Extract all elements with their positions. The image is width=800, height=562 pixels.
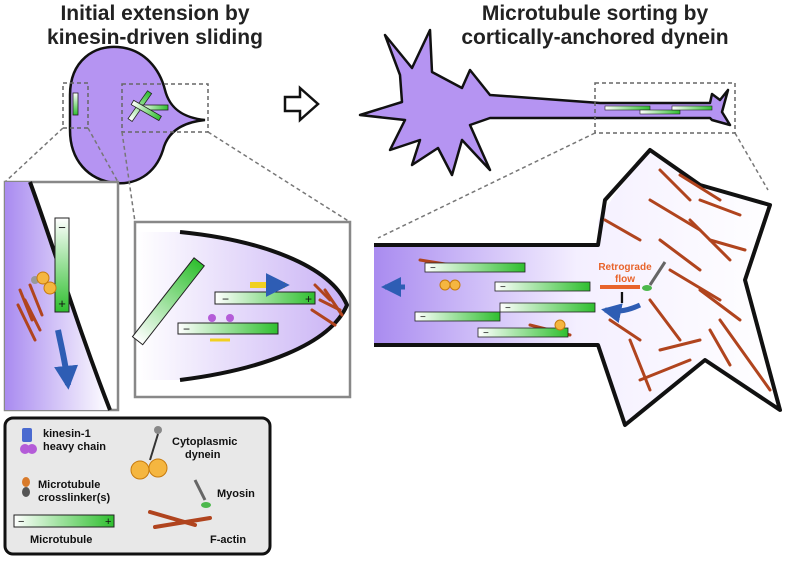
- microtubule: −: [177, 322, 279, 336]
- plus-end-label: +: [58, 296, 66, 311]
- myosin-legend-icon: [193, 479, 211, 508]
- microtubule: [604, 105, 651, 111]
- microtubule: −: [424, 262, 526, 274]
- microtubule: −: [414, 311, 501, 323]
- svg-text:−: −: [430, 263, 436, 274]
- kinesin-icon: [208, 314, 234, 322]
- legend-myosin-label: Myosin: [217, 488, 255, 500]
- legend-dynein-label: Cytoplasmic: [172, 436, 237, 448]
- svg-text:−: −: [500, 282, 506, 293]
- transition-arrow-icon: [283, 85, 320, 123]
- microtubule: [639, 109, 681, 115]
- axon-growth-cone: − − − − −: [374, 148, 782, 427]
- legend-kinesin-label: heavy chain: [43, 441, 106, 453]
- zoom-box-growth-cone: [594, 82, 736, 134]
- microtubule-legend-icon: − +: [13, 514, 115, 528]
- inset-leading-tip: − + −: [131, 220, 352, 399]
- microtubule: − +: [54, 217, 70, 313]
- legend-crosslinker-label: Microtubule: [38, 479, 100, 491]
- zoom-line: [121, 131, 136, 223]
- svg-text:−: −: [183, 322, 190, 336]
- svg-text:−: −: [420, 312, 426, 323]
- legend-microtubule-label: Microtubule: [30, 534, 92, 546]
- zoom-line: [377, 132, 596, 239]
- inhibition-symbol: I: [620, 290, 624, 307]
- microtubule: − +: [214, 291, 316, 306]
- myosin-icon: [642, 261, 667, 291]
- svg-text:+: +: [305, 292, 312, 306]
- inset-cell-edge: − +: [3, 180, 120, 412]
- microtubule: −: [494, 281, 591, 293]
- factin-legend-icon: [148, 510, 212, 529]
- actin-patch: [310, 283, 344, 327]
- actin-patch: [16, 283, 44, 342]
- svg-text:−: −: [505, 303, 511, 314]
- retrograde-label: Retrograde: [598, 262, 652, 273]
- microtubule: −: [477, 327, 569, 339]
- microtubule: [130, 99, 162, 122]
- zoom-line: [207, 131, 351, 223]
- zoom-line: [87, 127, 119, 183]
- legend-dynein-label: dynein: [185, 449, 221, 461]
- kinesin-legend-icon: [20, 428, 37, 454]
- microtubule: [72, 92, 79, 116]
- mature-neuron: [358, 28, 736, 177]
- legend-factin-label: F-actin: [210, 534, 246, 546]
- legend-crosslinker-label: crosslinker(s): [38, 492, 110, 504]
- movement-arrow-icon: [601, 302, 642, 323]
- svg-text:−: −: [18, 516, 24, 528]
- dynein-icon: [31, 271, 57, 295]
- microtubule: [131, 257, 205, 346]
- left-title: Initial extension by kinesin-driven slid…: [47, 2, 263, 49]
- right-title: Microtubule sorting by cortically-anchor…: [461, 2, 729, 49]
- microtubule: [671, 105, 713, 111]
- dynein-icon: [439, 279, 566, 331]
- microtubule: −: [499, 302, 596, 314]
- movement-arrow-icon: [54, 329, 79, 390]
- dynein-legend-icon: [130, 426, 168, 480]
- zoom-box-tip: [121, 83, 209, 133]
- legend: kinesin-1 heavy chain Cytoplasmic dynein…: [3, 416, 272, 556]
- legend-kinesin-label: kinesin-1: [43, 428, 91, 440]
- retrograde-label: flow: [615, 274, 635, 285]
- zoom-line: [734, 132, 769, 191]
- crosslinker-legend-icon: [22, 477, 30, 497]
- minus-end-label: −: [58, 220, 66, 235]
- svg-text:+: +: [105, 516, 111, 528]
- svg-text:−: −: [222, 292, 229, 306]
- zoom-line: [4, 127, 64, 183]
- svg-text:−: −: [483, 328, 489, 339]
- young-neuron: [62, 45, 209, 185]
